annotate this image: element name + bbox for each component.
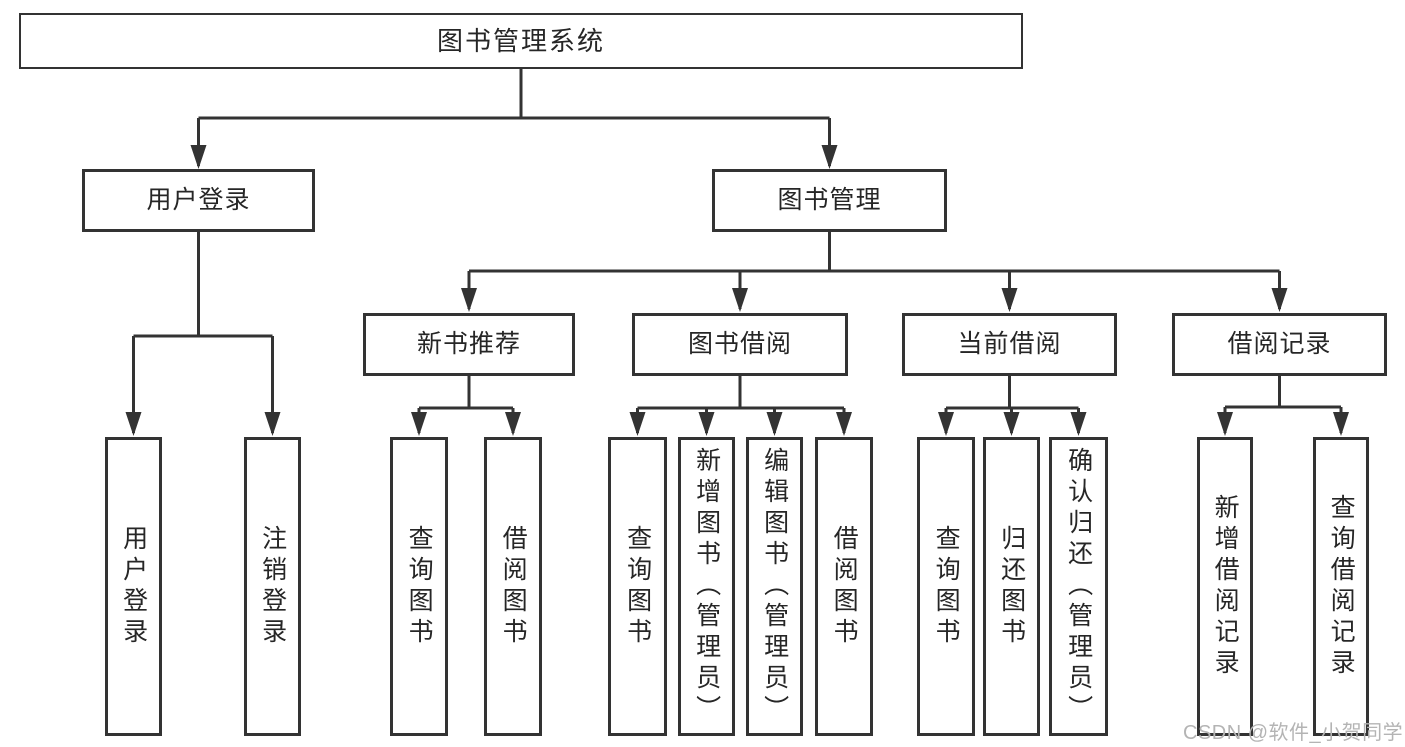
leaf-label: 确认归还（管理员）	[1064, 447, 1093, 726]
arrow-down-icon	[411, 412, 427, 436]
leaf-return-book: 归还图书	[983, 437, 1040, 736]
leaf-confirm-return-admin: 确认归还（管理员）	[1049, 437, 1108, 736]
node-book-borrow: 图书借阅	[632, 313, 848, 376]
arrow-down-icon	[190, 145, 207, 169]
node-root: 图书管理系统	[19, 13, 1023, 69]
leaf-edit-book-admin: 编辑图书（管理员）	[746, 437, 803, 736]
arrow-down-icon	[1001, 288, 1018, 312]
leaf-logout: 注销登录	[244, 437, 301, 736]
leaf-label: 借阅图书	[830, 524, 859, 649]
node-borrow-records: 借阅记录	[1172, 313, 1387, 376]
arrow-down-icon	[505, 412, 521, 436]
node-label: 当前借阅	[957, 330, 1062, 358]
leaf-query-books-current: 查询图书	[917, 437, 975, 736]
arrow-down-icon	[1333, 412, 1349, 436]
csdn-watermark: CSDN @软件_小贺同学	[1183, 722, 1404, 744]
node-label: 新书推荐	[416, 330, 521, 358]
arrow-down-icon	[698, 412, 715, 436]
leaf-add-book-admin: 新增图书（管理员）	[678, 437, 735, 736]
node-book-management: 图书管理	[712, 169, 947, 232]
leaf-label: 编辑图书（管理员）	[760, 447, 789, 726]
arrow-down-icon	[1070, 412, 1087, 436]
connector-root-to-level2	[197, 69, 831, 166]
node-user-login: 用户登录	[82, 169, 315, 232]
connector-user-login-branch	[132, 232, 274, 433]
arrow-down-icon	[836, 412, 852, 436]
node-new-book-recommend: 新书推荐	[363, 313, 575, 376]
leaf-label: 查询图书	[405, 524, 434, 649]
leaf-user-login: 用户登录	[105, 437, 162, 736]
arrowhead-icons	[125, 145, 1349, 436]
node-label: 图书管理	[777, 186, 882, 214]
connector-book-borrow-branch	[636, 376, 846, 433]
leaf-borrow-books-recommend: 借阅图书	[484, 437, 542, 736]
leaf-label: 借阅图书	[499, 524, 528, 649]
leaf-label: 查询借阅记录	[1327, 493, 1356, 680]
node-current-borrow: 当前借阅	[902, 313, 1117, 376]
arrow-down-icon	[629, 412, 646, 436]
connector-new-book-recommend-branch	[417, 376, 515, 433]
leaf-label: 查询图书	[932, 524, 961, 649]
leaf-query-books-recommend: 查询图书	[390, 437, 448, 736]
node-label: 图书借阅	[687, 330, 792, 358]
arrow-down-icon	[821, 145, 838, 169]
node-label: 用户登录	[146, 186, 251, 214]
connector-book-management-branch	[467, 232, 1281, 309]
leaf-label: 查询图书	[623, 524, 652, 649]
arrow-down-icon	[125, 412, 142, 436]
connector-borrow-records-branch	[1223, 376, 1343, 433]
arrow-down-icon	[1003, 412, 1020, 436]
leaf-query-books-borrow: 查询图书	[608, 437, 667, 736]
arrow-down-icon	[1217, 412, 1233, 436]
arrow-down-icon	[938, 412, 954, 436]
leaf-label: 新增借阅记录	[1211, 493, 1240, 680]
leaf-label: 用户登录	[119, 524, 148, 649]
arrow-down-icon	[766, 412, 783, 436]
leaf-label: 归还图书	[997, 524, 1026, 649]
node-label: 图书管理系统	[436, 26, 605, 56]
leaf-borrow-books: 借阅图书	[815, 437, 873, 736]
arrow-down-icon	[264, 412, 281, 436]
arrow-down-icon	[1271, 288, 1288, 312]
leaf-label: 新增图书（管理员）	[692, 447, 721, 726]
arrow-down-icon	[732, 288, 748, 312]
leaf-query-borrow-record: 查询借阅记录	[1313, 437, 1369, 736]
leaf-add-borrow-record: 新增借阅记录	[1197, 437, 1253, 736]
node-label: 借阅记录	[1227, 330, 1332, 358]
arrow-down-icon	[461, 288, 477, 312]
leaf-label: 注销登录	[258, 524, 287, 649]
